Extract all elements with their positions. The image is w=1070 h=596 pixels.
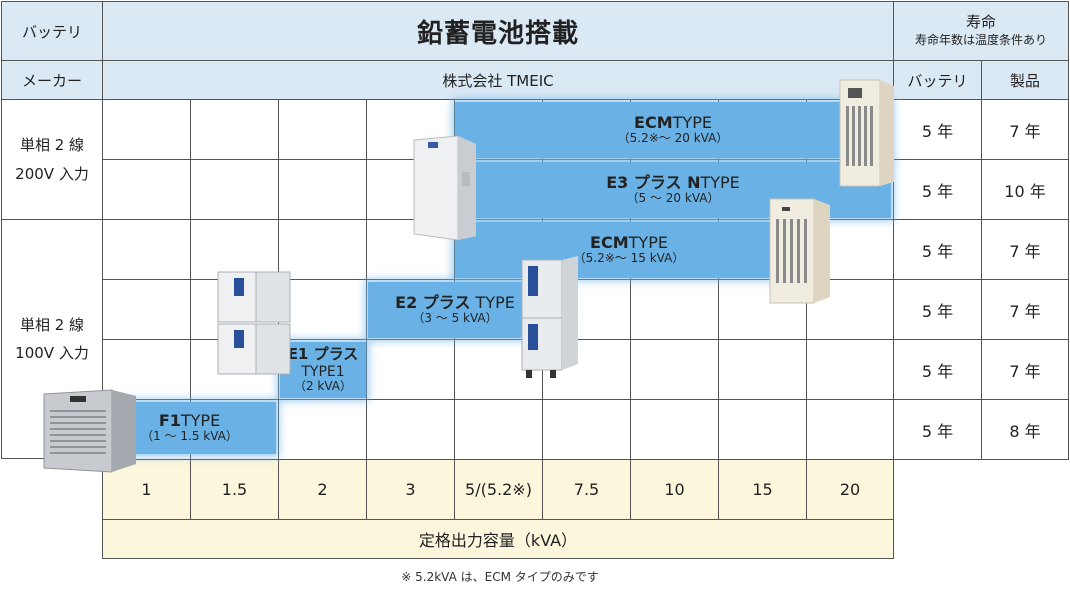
group-100v-line2: 100V 入力 — [15, 344, 89, 362]
life-product-cell: 7 年 — [981, 279, 1069, 340]
maker-header: メーカー — [1, 60, 103, 100]
product-bar-name-bold: ECM — [634, 112, 673, 132]
grid-cell — [806, 399, 894, 460]
grid-cell — [630, 279, 719, 340]
grid-cell — [190, 159, 279, 220]
product-bar-ecm-100v: ECMTYPE （5.2※～ 15 kVA） — [455, 222, 803, 278]
product-bar-range: （1 ～ 1.5 kVA） — [141, 429, 238, 444]
product-bar-name-rest: TYPE — [700, 172, 740, 192]
grid-cell — [718, 339, 807, 400]
grid-cell — [806, 339, 894, 400]
life-product-cell: 7 年 — [981, 219, 1069, 280]
ups-stack-icon — [521, 256, 578, 378]
product-bar-e2-plus: E2 プラス TYPE （3 ～ 5 kVA） — [368, 282, 542, 338]
product-bar-name-bold: E2 プラス — [395, 292, 471, 312]
group-200v-line2: 200V 入力 — [15, 164, 89, 183]
grid-cell — [630, 399, 719, 460]
capacity-tick: 15 — [718, 459, 807, 520]
life-product-cell: 10 年 — [981, 159, 1069, 220]
group-100v-line1: 単相 2 線 — [19, 315, 85, 334]
grid-cell — [278, 399, 367, 460]
product-bar-name-rest: TYPE1 — [301, 363, 345, 380]
life-product-cell: 7 年 — [981, 339, 1069, 400]
capacity-tick: 20 — [806, 459, 894, 520]
battery-header: バッテリ — [1, 1, 103, 61]
capacity-tick: 1.5 — [190, 459, 279, 520]
grid-cell — [102, 339, 191, 400]
capacity-tick: 2 — [278, 459, 367, 520]
life-product-cell: 7 年 — [981, 99, 1069, 160]
grid-cell — [630, 339, 719, 400]
life-battery-cell: 5 年 — [893, 279, 982, 340]
grid-cell — [454, 399, 543, 460]
product-bar-name-rest: TYPE — [628, 232, 668, 252]
product-bar-range: （3 ～ 5 kVA） — [412, 311, 498, 326]
product-bar-name-bold: F1 — [158, 410, 181, 430]
page-title: 鉛蓄電池搭載 — [102, 1, 894, 61]
grid-cell — [278, 99, 367, 160]
capacity-tick: 3 — [366, 459, 455, 520]
life-header: 寿命 寿命年数は温度条件あり — [893, 1, 1069, 61]
grid-cell — [102, 279, 191, 340]
product-bar-range: （5 ～ 20 kVA） — [626, 191, 720, 206]
life-battery-cell: 5 年 — [893, 219, 982, 280]
life-product-cell: 8 年 — [981, 399, 1069, 460]
life-battery-cell: 5 年 — [893, 339, 982, 400]
grid-cell — [102, 219, 191, 280]
ups-compact-icon — [43, 389, 136, 473]
product-life-col-header: 製品 — [981, 60, 1069, 100]
product-bar-name-bold: E3 プラス N — [606, 172, 701, 192]
maker-value: 株式会社 TMEIC — [102, 60, 894, 100]
grid-cell — [102, 99, 191, 160]
grid-cell — [278, 159, 367, 220]
grid-cell — [190, 99, 279, 160]
grid-cell — [102, 159, 191, 220]
grid-cell — [542, 399, 631, 460]
product-bar-ecm-200v: ECMTYPE （5.2※～ 20 kVA） — [455, 102, 891, 158]
life-title: 寿命 — [965, 13, 996, 32]
life-battery-cell: 5 年 — [893, 159, 982, 220]
life-note: 寿命年数は温度条件あり — [914, 32, 1047, 47]
product-bar-name-rest: TYPE — [180, 410, 221, 430]
ups-tower-beige-icon — [839, 79, 894, 187]
battery-life-col-header: バッテリ — [893, 60, 982, 100]
grid-cell — [366, 399, 455, 460]
product-bar-e1-plus: E1 プラス TYPE1 （2 kVA） — [280, 342, 366, 398]
group-200v-line1: 単相 2 線 — [19, 136, 85, 154]
product-bar-name-bold: ECM — [590, 232, 629, 252]
group-200v: 単相 2 線 200V 入力 — [1, 99, 103, 220]
product-bar-name-rest: TYPE — [672, 112, 712, 132]
product-bar-range: （5.2※～ 15 kVA） — [573, 251, 685, 266]
grid-cell — [366, 339, 455, 400]
product-bar-name-rest: TYPE — [470, 292, 515, 312]
product-bar-range: （5.2※～ 20 kVA） — [617, 131, 729, 146]
capacity-tick: 5/(5.2※) — [454, 459, 543, 520]
footnote: ※ 5.2kVA は、ECM タイプのみです — [401, 570, 599, 584]
capacity-tick: 7.5 — [542, 459, 631, 520]
ups-tower-white-icon — [413, 135, 476, 241]
ups-stack-icon — [217, 271, 291, 375]
capacity-tick: 10 — [630, 459, 719, 520]
product-bar-range: （2 kVA） — [293, 378, 353, 393]
life-battery-cell: 5 年 — [893, 399, 982, 460]
grid-cell — [718, 399, 807, 460]
life-battery-cell: 5 年 — [893, 99, 982, 160]
axis-label: 定格出力容量（kVA） — [102, 519, 894, 559]
ups-tower-beige-icon — [769, 198, 830, 304]
product-bar-name-bold: E1 プラス — [287, 345, 359, 364]
